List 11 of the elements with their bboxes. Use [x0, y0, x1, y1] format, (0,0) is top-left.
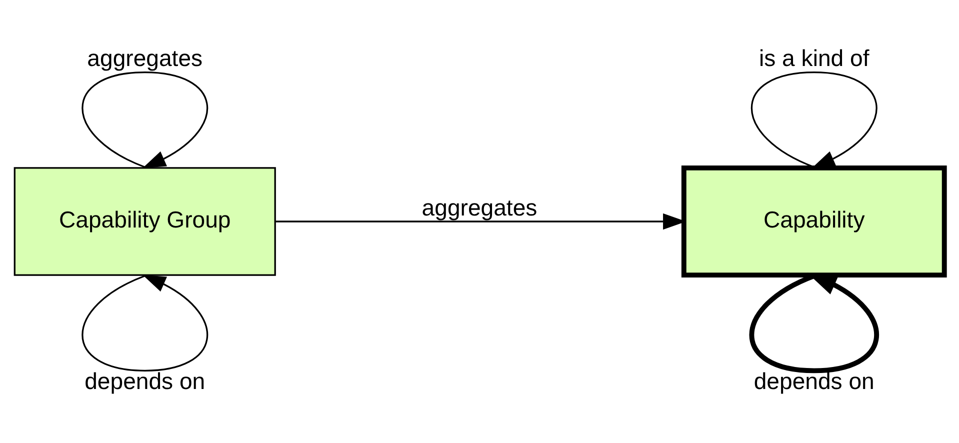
edge-label: is a kind of	[759, 45, 870, 72]
arrow	[749, 272, 879, 374]
arrow	[82, 72, 208, 168]
node-box: Capability Group	[14, 167, 276, 276]
arrow	[750, 72, 878, 168]
edge-label: aggregates	[422, 194, 538, 220]
arrow	[82, 274, 208, 372]
node-box: Capability	[681, 165, 947, 278]
edge-label: aggregates	[87, 45, 203, 72]
edge-label: depends on	[754, 368, 874, 394]
edge-label: depends on	[84, 368, 206, 394]
